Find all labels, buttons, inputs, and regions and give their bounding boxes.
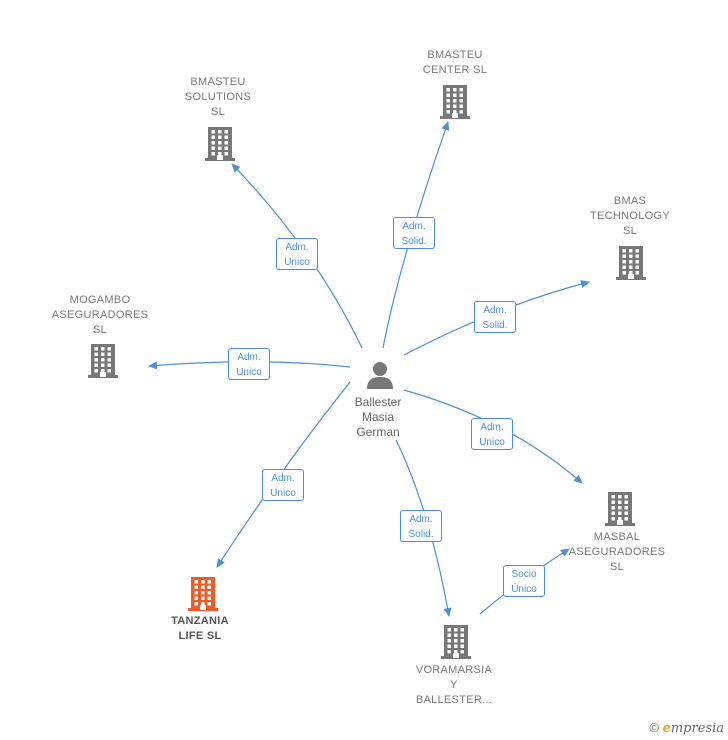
node-label: BMASTEU CENTER SL — [422, 49, 488, 76]
edge-label-tanzania[interactable]: Adm. Unico — [262, 469, 304, 501]
edge-label-line2: Unico — [479, 437, 505, 448]
edge-label-line2: Único — [511, 584, 537, 595]
edge-label-socio-unico[interactable]: Socio Único — [503, 565, 545, 597]
edge-label-line2: Solid. — [401, 236, 427, 247]
node-label: MASBAL ASEGURADORES SL — [568, 531, 666, 573]
edge-label-mogambo[interactable]: Adm. Unico — [228, 348, 270, 380]
edge-label-line1: Adm. — [402, 221, 426, 232]
node-label: VORAMARSIA Y BALLESTER... — [415, 664, 493, 706]
edge-label-bmasteu-solutions[interactable]: Adm. Unico — [276, 238, 318, 270]
node-label: BMASTEU SOLUTIONS SL — [184, 76, 252, 118]
edge-label-line2: Solid. — [408, 529, 434, 540]
edge-label-line1: Adm. — [483, 305, 507, 316]
edge-label-line1: Adm. — [237, 352, 261, 363]
edge-label-line2: Unico — [284, 257, 310, 268]
edge-label-masbal[interactable]: Adm. Unico — [471, 418, 513, 450]
center-person-label: Ballester Masia German — [354, 395, 402, 439]
copyright-icon: © — [649, 720, 659, 735]
building-icon — [205, 127, 235, 161]
footer-brand: © empresia — [649, 720, 724, 736]
building-icon — [605, 492, 635, 526]
node-label: BMAS TECHNOLOGY SL — [589, 195, 670, 237]
edge-label-line2: Solid. — [482, 320, 508, 331]
building-icon — [441, 625, 471, 659]
person-icon — [367, 362, 393, 389]
edge-label-line2: Unico — [270, 488, 296, 499]
edge-label-bmasteu-center[interactable]: Adm. Solid. — [393, 217, 435, 249]
edge-label-line1: Adm. — [285, 242, 309, 253]
building-icon — [88, 344, 118, 378]
edge-label-bmas-technology[interactable]: Adm. Solid. — [474, 301, 516, 333]
node-label: MOGAMBO ASEGURADORES SL — [51, 294, 149, 336]
brand-logo-text: mpresia — [670, 721, 724, 736]
edge-label-line1: Adm. — [480, 422, 504, 433]
edge-label-line2: Unico — [236, 367, 262, 378]
building-icon — [440, 85, 470, 119]
edge-label-line1: Socio — [511, 569, 537, 580]
edge-label-voramarsia[interactable]: Adm. Solid. — [400, 510, 442, 542]
building-icon — [188, 577, 218, 611]
node-label: TANZANIA LIFE SL — [171, 615, 229, 642]
edge-label-line1: Adm. — [409, 514, 433, 525]
brand-logo-initial: e — [662, 721, 671, 736]
edge-label-line1: Adm. — [271, 473, 295, 484]
building-icon — [616, 246, 646, 280]
